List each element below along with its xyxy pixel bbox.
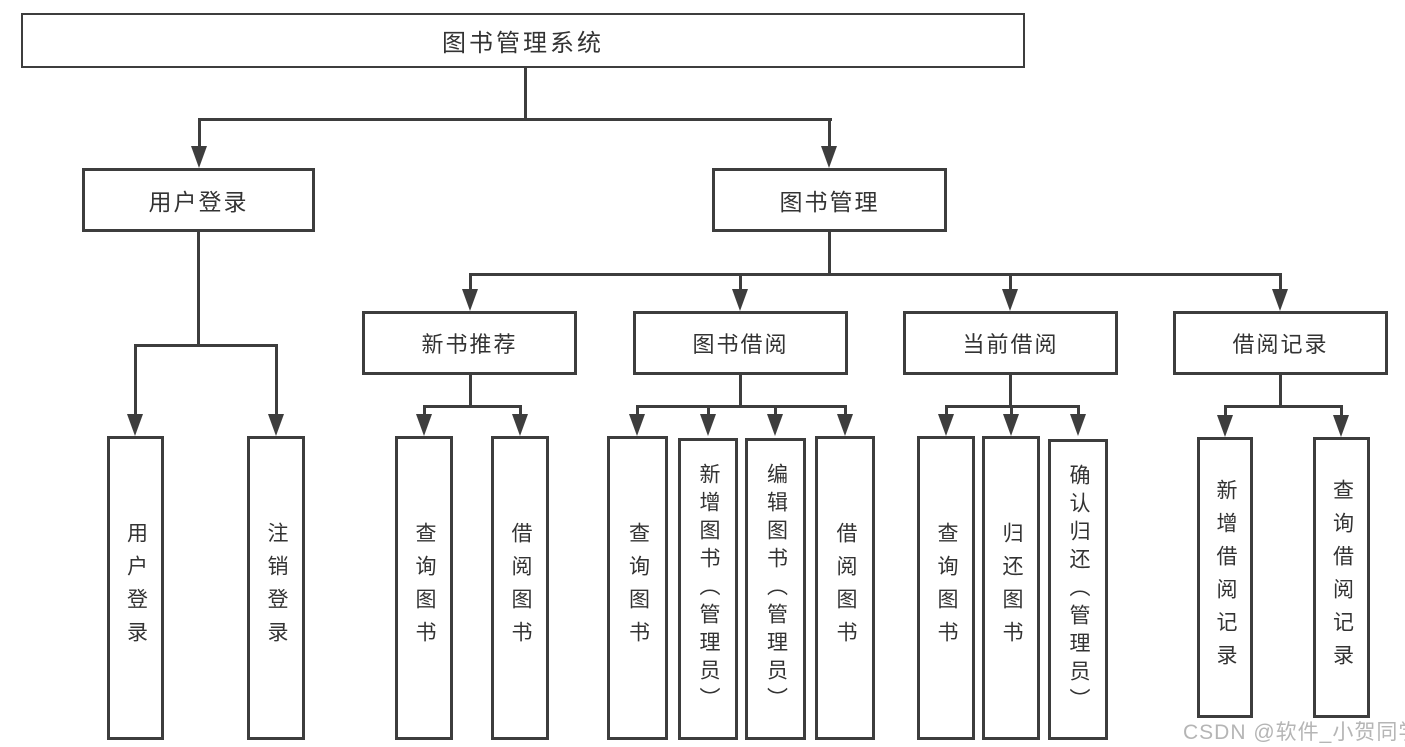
arrowhead-down-icon [1217,415,1233,437]
connector-line [1224,405,1343,408]
csdn-watermark: CSDN @软件_小贺同学 [1183,721,1405,744]
node-label: 查询图书 [413,522,436,654]
node-book-management: 图书管理 [712,168,947,232]
node-label: 新书推荐 [421,332,518,357]
leaf-confirm-return-admin: 确认归还（管理员） [1048,439,1108,740]
connector-line [1224,405,1227,417]
connector-line [198,118,201,148]
arrowhead-down-icon [191,146,207,168]
connector-line [469,273,1282,276]
leaf-return-books: 归还图书 [982,436,1040,740]
leaf-user-login: 用户登录 [107,436,164,740]
node-label: 借阅记录 [1232,332,1329,357]
node-user-login: 用户登录 [82,168,315,232]
connector-line [636,405,639,416]
node-new-book-recommend: 新书推荐 [362,311,577,375]
arrowhead-down-icon [1002,289,1018,311]
arrowhead-down-icon [837,414,853,436]
arrowhead-down-icon [767,414,783,436]
connector-line [423,405,522,408]
node-label: 图书管理系统 [442,30,604,57]
node-label: 新增借阅记录 [1214,478,1237,677]
node-label: 查询借阅记录 [1330,478,1354,677]
arrowhead-down-icon [1333,415,1349,437]
arrowhead-down-icon [821,146,837,168]
connector-line [519,405,522,416]
arrowhead-down-icon [127,414,143,436]
node-label: 用户登录 [148,189,249,215]
connector-line [1279,273,1282,291]
leaf-borrow-books-borrowing: 借阅图书 [815,436,875,740]
leaf-borrow-books-newbook: 借阅图书 [491,436,549,740]
connector-line [828,232,831,276]
node-label: 图书管理 [779,189,880,215]
arrowhead-down-icon [629,414,645,436]
connector-line [1010,405,1013,416]
arrowhead-down-icon [1003,414,1019,436]
connector-line [423,405,426,416]
connector-line [707,405,710,416]
leaf-add-borrow-record: 新增借阅记录 [1197,437,1253,718]
connector-line [198,118,832,121]
node-label: 确认归还（管理员） [1067,463,1090,716]
connector-line [636,405,847,408]
connector-line [945,405,948,416]
leaf-edit-books-admin: 编辑图书（管理员） [745,438,806,740]
leaf-query-borrow-record: 查询借阅记录 [1313,437,1370,718]
connector-line [1009,273,1012,291]
node-label: 用户登录 [124,522,148,654]
arrowhead-down-icon [512,414,528,436]
leaf-query-books-current: 查询图书 [917,436,975,740]
node-label: 查询图书 [626,522,650,654]
connector-line [1009,375,1012,408]
arrowhead-down-icon [416,414,432,436]
node-label: 归还图书 [1000,522,1023,654]
leaf-query-books-borrowing: 查询图书 [607,436,668,740]
node-label: 图书借阅 [692,332,789,357]
node-book-management-system: 图书管理系统 [21,13,1025,68]
leaf-query-books-newbook: 查询图书 [395,436,453,740]
node-book-borrowing: 图书借阅 [633,311,848,375]
node-label: 注销登录 [265,522,288,654]
connector-line [524,68,527,120]
connector-line [774,405,777,416]
arrowhead-down-icon [700,414,716,436]
connector-line [739,375,742,408]
connector-line [134,344,278,347]
arrowhead-down-icon [938,414,954,436]
node-label: 编辑图书（管理员） [764,463,788,715]
node-label: 借阅图书 [509,522,532,654]
node-label: 当前借阅 [962,332,1059,357]
connector-line [134,344,137,416]
arrowhead-down-icon [268,414,284,436]
node-label: 新增图书（管理员） [697,463,720,715]
connector-line [1279,375,1282,408]
connector-line [469,375,472,408]
arrowhead-down-icon [1272,289,1288,311]
connector-line [844,405,847,416]
connector-line [828,118,831,148]
arrowhead-down-icon [1070,414,1086,436]
connector-line [1077,405,1080,416]
leaf-logout: 注销登录 [247,436,305,740]
connector-line [739,273,742,291]
node-label: 借阅图书 [834,522,857,654]
connector-line [275,344,278,416]
connector-line [197,232,200,347]
node-borrow-records: 借阅记录 [1173,311,1388,375]
connector-line [1340,405,1343,417]
connector-line [469,273,472,291]
node-label: 查询图书 [935,522,958,654]
node-current-borrowing: 当前借阅 [903,311,1118,375]
arrowhead-down-icon [732,289,748,311]
arrowhead-down-icon [462,289,478,311]
leaf-add-books-admin: 新增图书（管理员） [678,438,738,740]
